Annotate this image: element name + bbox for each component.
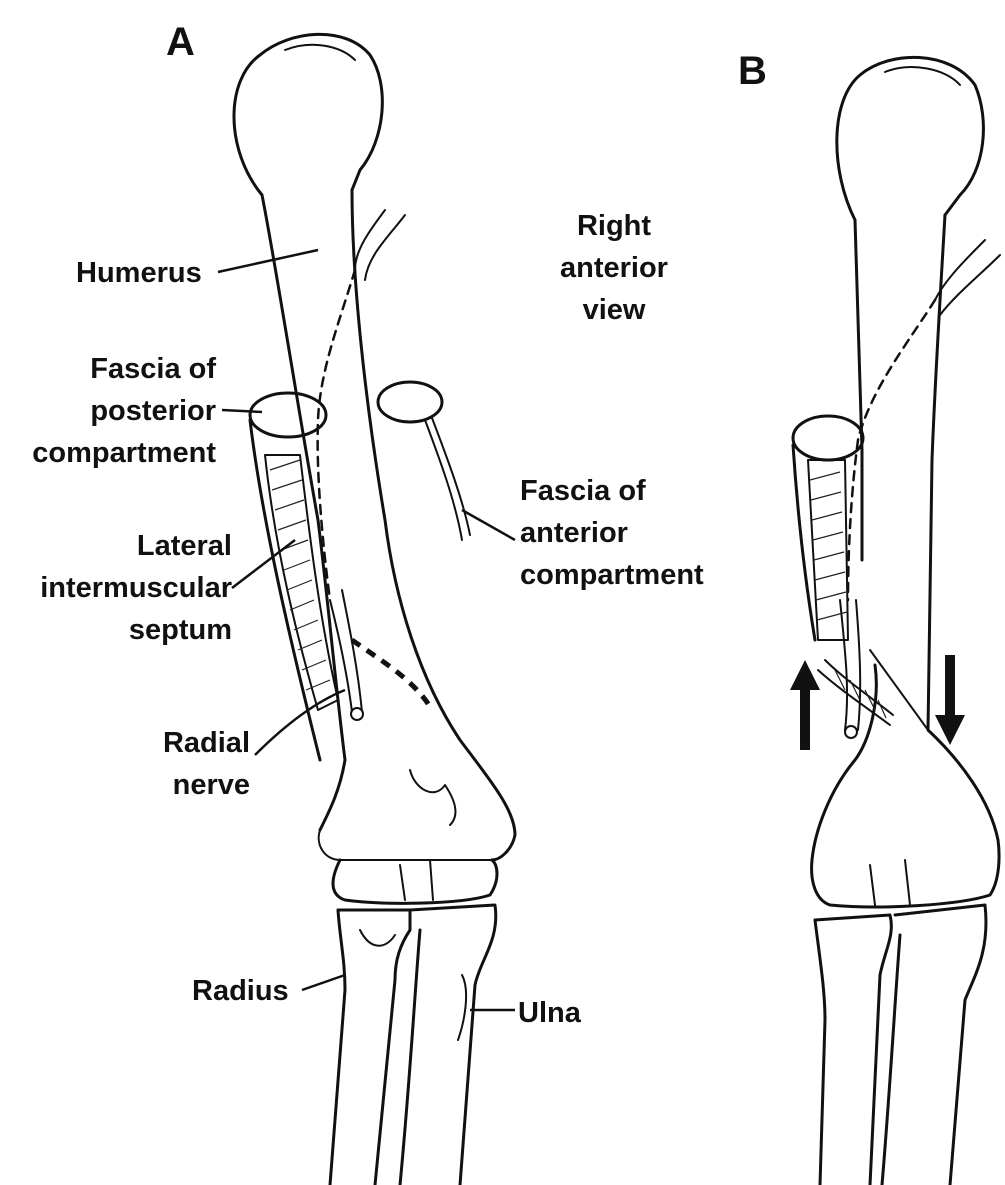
label-lateral-septum: Lateral intermuscular septum xyxy=(40,530,232,646)
condyle-a xyxy=(333,860,497,903)
fossa-a xyxy=(410,770,455,825)
posterior-fascia-rim-a xyxy=(250,393,326,437)
condyle-b xyxy=(812,840,999,907)
label-radial-line2: nerve xyxy=(173,769,250,801)
panel-a-drawing xyxy=(234,34,515,1185)
anterior-fascia-rim-a xyxy=(378,382,442,422)
radial-nerve-upper-a xyxy=(355,210,405,280)
view-caption: Right anterior view xyxy=(560,210,668,326)
ulna-b-lateral xyxy=(882,935,900,1185)
label-lateral-line2: intermuscular xyxy=(40,572,232,604)
arrow-down-icon xyxy=(935,655,965,745)
view-line-1: Right xyxy=(577,210,651,242)
panel-b-drawing xyxy=(790,57,1000,1185)
label-fascia-posterior-line3: compartment xyxy=(32,437,216,469)
radius-a-medial xyxy=(330,910,345,1185)
posterior-fascia-rim-b xyxy=(793,416,863,460)
leader-radius xyxy=(302,975,345,990)
label-humerus: Humerus xyxy=(76,257,202,289)
radius-b xyxy=(815,915,891,1185)
radius-head-detail-a xyxy=(360,930,395,946)
radial-nerve-end-a xyxy=(351,708,363,720)
label-fascia-posterior-line1: Fascia of xyxy=(90,353,216,385)
label-radial-line1: Radial xyxy=(163,727,250,759)
ulna-detail-a xyxy=(458,975,466,1040)
humerus-head-a xyxy=(234,34,382,195)
anterior-fascia-flap-a xyxy=(425,418,470,540)
ulna-b xyxy=(895,905,986,1185)
ulna-a-medial xyxy=(410,905,496,1185)
septum-a xyxy=(265,455,338,710)
leader-radial-nerve xyxy=(255,690,345,755)
condyle-lines-b xyxy=(870,860,910,905)
view-line-3: view xyxy=(583,294,646,326)
leader-fascia-posterior xyxy=(222,410,262,412)
panel-label-a: A xyxy=(166,20,195,64)
label-radial-nerve: Radial nerve xyxy=(163,727,250,801)
radius-a-lateral xyxy=(338,910,410,1185)
radial-nerve-upper-b xyxy=(935,240,1000,315)
label-fascia-anterior-line1: Fascia of xyxy=(520,475,646,507)
humerus-shaft-b-medial xyxy=(928,215,998,840)
label-ulna: Ulna xyxy=(518,997,582,1029)
view-line-2: anterior xyxy=(560,252,668,284)
panel-label-b: B xyxy=(738,49,767,93)
label-fascia-anterior-line2: anterior xyxy=(520,517,628,549)
arrow-up-icon xyxy=(790,660,820,750)
label-fascia-anterior-line3: compartment xyxy=(520,559,704,591)
condyle-lines-a xyxy=(400,860,433,900)
ulna-a-lateral xyxy=(400,930,420,1185)
radius-b-medial xyxy=(815,920,825,1185)
humerus-shaft-b-lateral xyxy=(855,220,862,560)
leader-lines xyxy=(218,250,515,1010)
label-radius: Radius xyxy=(192,975,289,1007)
radial-nerve-hidden-a xyxy=(318,270,355,600)
torn-septum-b xyxy=(818,660,893,725)
leader-humerus xyxy=(218,250,318,272)
label-fascia-posterior-line2: posterior xyxy=(90,395,216,427)
humerus-distal-a xyxy=(319,830,492,860)
label-lateral-line1: Lateral xyxy=(137,530,232,562)
radial-nerve-end-b xyxy=(845,726,857,738)
fracture-line-b xyxy=(870,650,928,730)
humerus-head-b xyxy=(837,57,984,220)
label-fascia-posterior: Fascia of posterior compartment xyxy=(32,353,216,469)
radial-nerve-lower-b xyxy=(840,600,860,730)
label-fascia-anterior: Fascia of anterior compartment xyxy=(520,475,704,591)
humerus-shaft-a xyxy=(262,195,345,830)
septum-hatching-a xyxy=(270,460,330,690)
nerve-course-heavy-dash-a xyxy=(352,640,432,710)
label-lateral-line3: septum xyxy=(129,614,232,646)
